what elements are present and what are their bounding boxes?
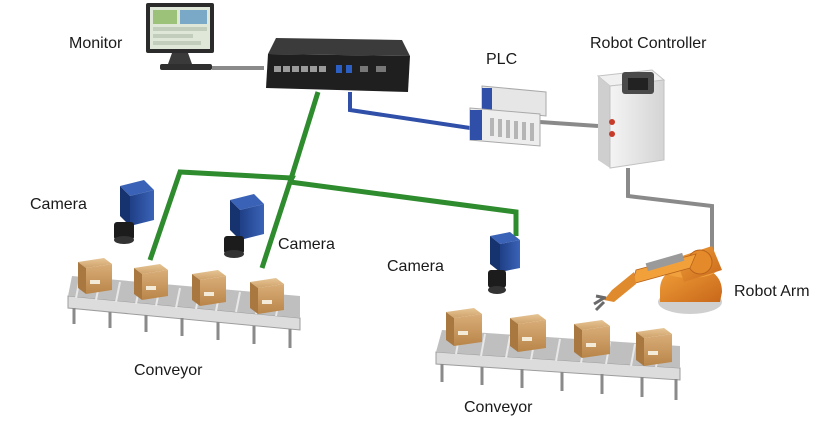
label-monitor: Monitor xyxy=(69,35,123,52)
box-icon xyxy=(510,314,546,352)
box-icon xyxy=(574,320,610,358)
plc-controller-cable xyxy=(539,120,599,128)
controller-arm-cable xyxy=(626,168,714,256)
robot-arm-icon xyxy=(593,246,722,314)
camera-cable-trunk xyxy=(287,91,321,183)
box-icon xyxy=(250,278,284,314)
camera-icon xyxy=(488,232,520,294)
label-plc: PLC xyxy=(486,51,518,68)
box-icon xyxy=(192,270,226,306)
conveyor-icon xyxy=(435,330,681,400)
label-camera-1: Camera xyxy=(30,196,87,213)
box-icon xyxy=(446,308,482,346)
plc-network-cable xyxy=(348,92,478,130)
plc-icon xyxy=(469,85,547,147)
monitor-icon xyxy=(146,3,214,70)
label-robot-arm: Robot Arm xyxy=(734,283,810,300)
box-icon xyxy=(134,264,168,300)
label-conveyor-1: Conveyor xyxy=(134,362,203,379)
camera-cable-3 xyxy=(289,179,519,236)
label-camera-3: Camera xyxy=(387,258,444,275)
box-icon xyxy=(78,258,112,294)
label-camera-2: Camera xyxy=(278,236,335,253)
camera-icon xyxy=(224,194,264,258)
camera-icon xyxy=(114,180,154,244)
label-conveyor-2: Conveyor xyxy=(464,399,533,416)
robot-controller-icon xyxy=(596,69,666,169)
camera-network-cables xyxy=(147,91,519,269)
camera-cable-2 xyxy=(259,181,293,269)
box-icon xyxy=(636,328,672,366)
industrial-pc-icon xyxy=(266,38,410,92)
label-robot-controller: Robot Controller xyxy=(590,35,707,52)
